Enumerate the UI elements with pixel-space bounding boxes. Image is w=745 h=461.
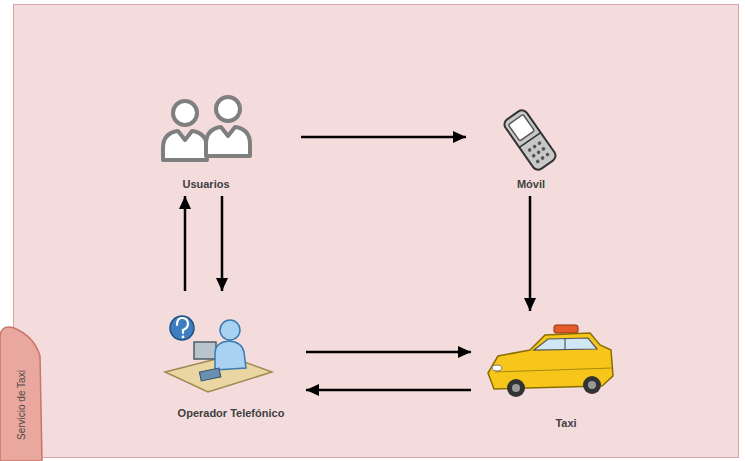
frame-band: Usuarios MóvilOperador TelefónicoTaxi Serv… [13,4,739,458]
actor-label: Taxi [516,417,616,430]
band-label: Servicio de Taxi [15,353,27,457]
actor-node: Operador Telefónico [151,291,306,421]
actor-node: Taxi [471,311,621,436]
actor-label: Usuarios [151,178,261,191]
actor-label: Móvil [466,178,596,191]
actor-node: Móvil [466,101,601,196]
actor-node: Usuarios [151,96,301,196]
actor-label: Operador Telefónico [151,407,311,420]
